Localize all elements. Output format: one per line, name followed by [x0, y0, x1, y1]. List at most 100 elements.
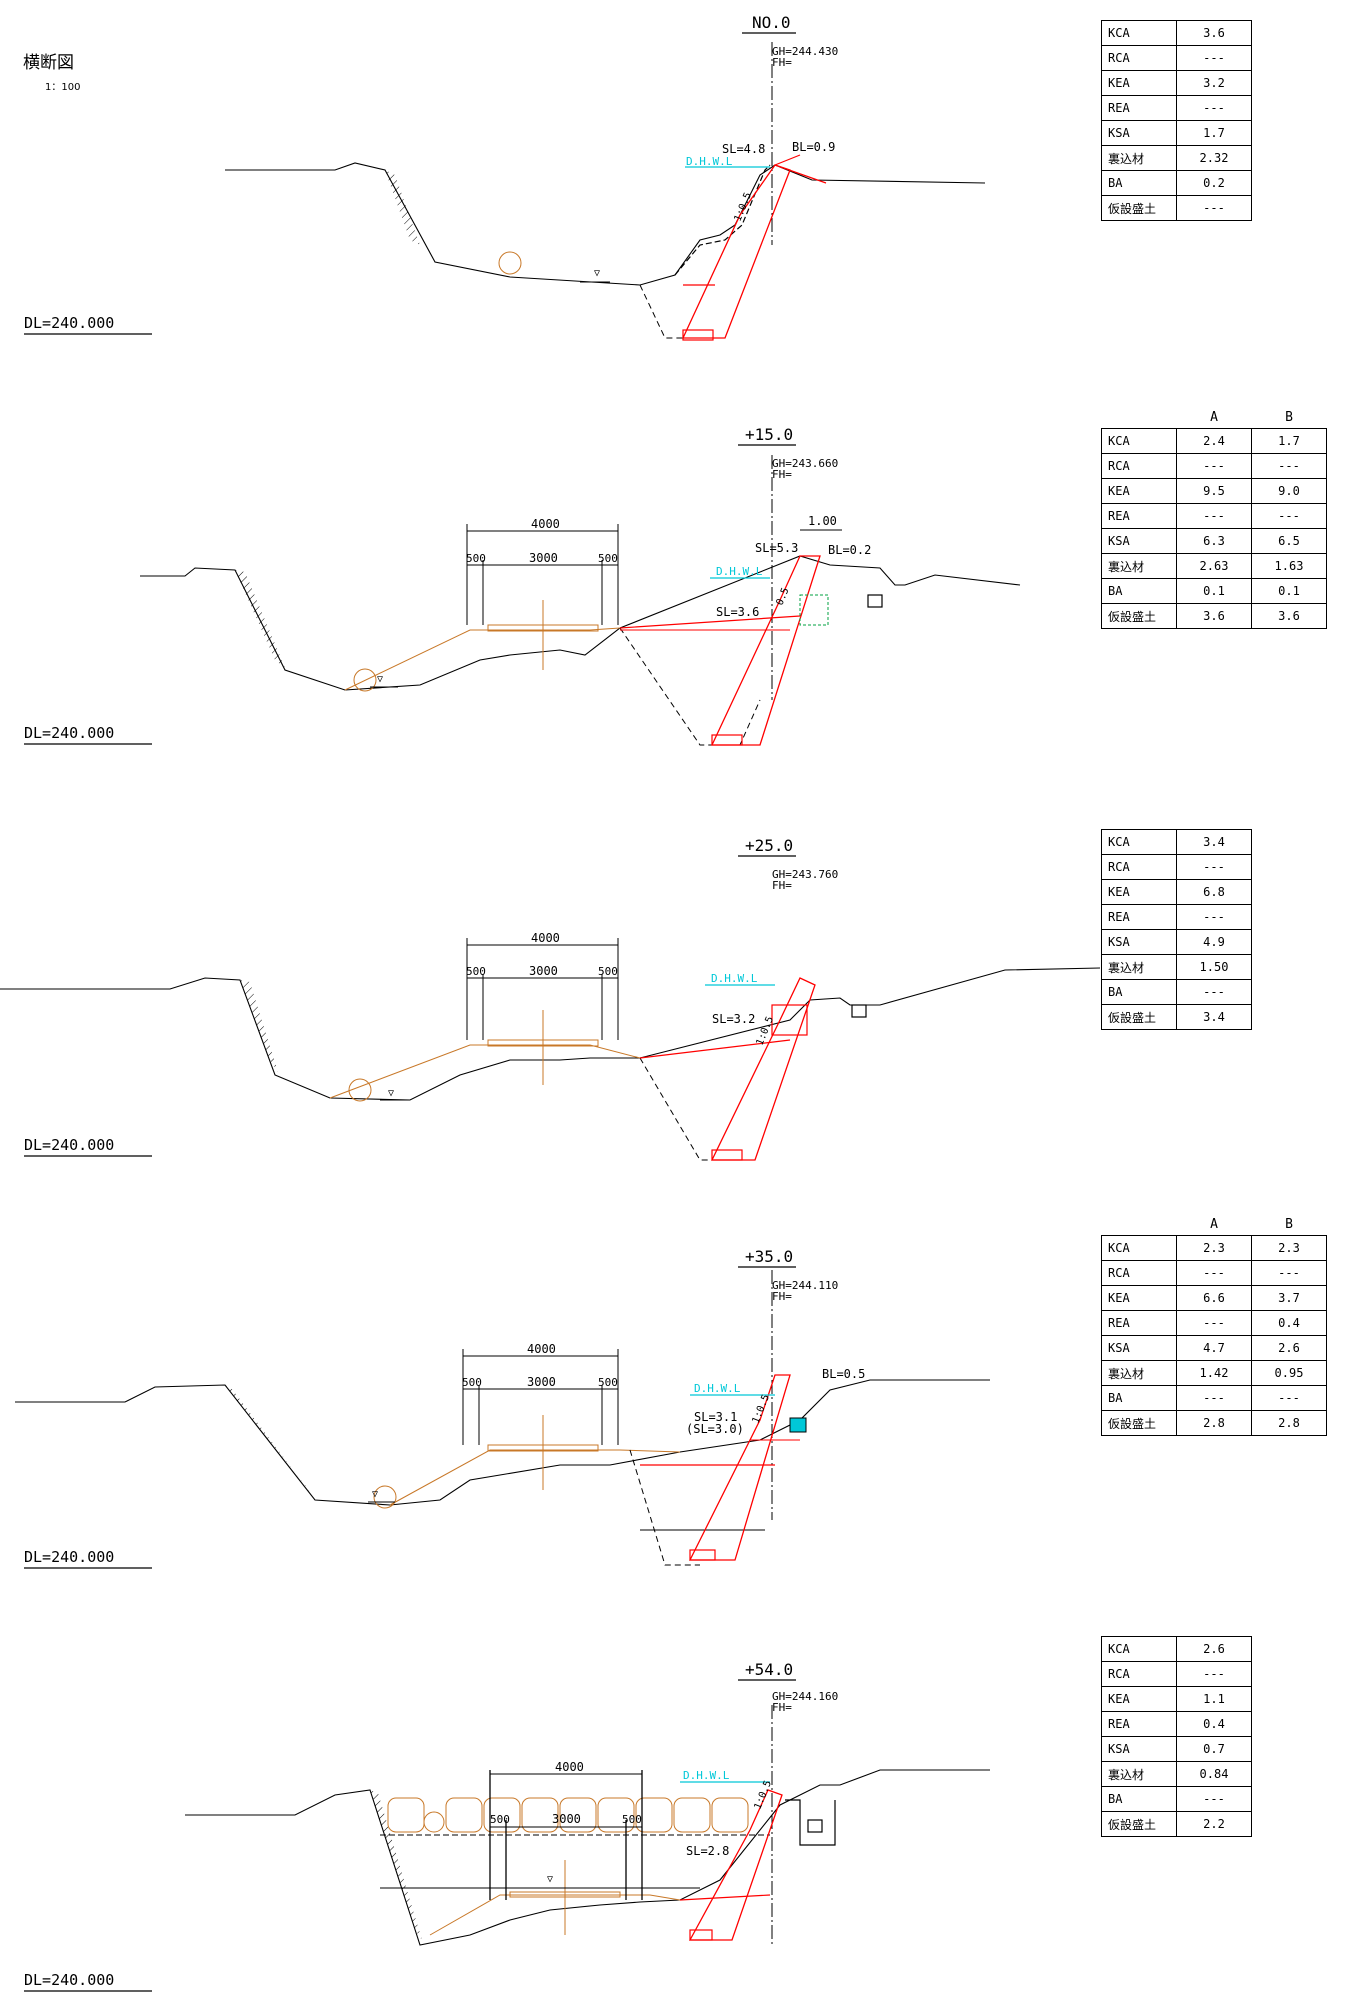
dim-500-left: 500	[490, 1813, 510, 1826]
material-label: BA	[1101, 979, 1177, 1005]
table-row: BA------	[1101, 1385, 1327, 1411]
slope-label: 0.5	[775, 586, 792, 607]
fh-label: FH=	[772, 56, 792, 69]
material-label: REA	[1101, 503, 1177, 529]
station-label: +25.0	[745, 836, 793, 855]
material-label: REA	[1101, 904, 1177, 930]
quantity-value: 0.1	[1251, 578, 1327, 604]
slope-label: 1:0.5	[753, 1779, 774, 1811]
quantity-value: 6.3	[1176, 528, 1252, 554]
section-54: +54.0 GH=244.160 FH= ▽ 4	[24, 1660, 990, 1992]
dl-label: DL=240.000	[24, 1136, 114, 1154]
material-label: REA	[1101, 95, 1177, 121]
table-row: RCA---	[1101, 854, 1252, 880]
material-label: KCA	[1101, 428, 1177, 454]
sandbag-row	[387, 1797, 749, 1833]
quantity-value: 0.2	[1176, 170, 1252, 196]
quantity-value: 6.5	[1251, 528, 1327, 554]
quantity-value: 2.3	[1251, 1235, 1327, 1261]
quantity-value: 2.3	[1176, 1235, 1252, 1261]
material-label: KSA	[1101, 1736, 1177, 1762]
dhwl-label: D.H.W.L	[683, 1769, 730, 1782]
retaining-wall	[681, 164, 791, 339]
material-label: 裏込材	[1101, 954, 1177, 980]
dim-4000: 4000	[555, 1760, 584, 1774]
quantity-value: 2.8	[1251, 1410, 1327, 1436]
quantity-value: ---	[1176, 503, 1252, 529]
dl-label: DL=240.000	[24, 1971, 114, 1989]
ground-line	[15, 1379, 990, 1506]
sl-label: SL=4.8	[722, 142, 765, 156]
quantity-value: 2.8	[1176, 1410, 1252, 1436]
quantity-value: ---	[1251, 1385, 1327, 1411]
dhwl-label: D.H.W.L	[716, 565, 763, 578]
ground-line	[0, 967, 1101, 1101]
dim-500-right: 500	[598, 1376, 618, 1389]
quantity-value: 1.63	[1251, 553, 1327, 579]
material-label: 仮設盛土	[1101, 1004, 1177, 1030]
quantity-value: 1.1	[1176, 1686, 1252, 1712]
svg-text:▽: ▽	[388, 1088, 394, 1099]
material-label: KCA	[1101, 829, 1177, 855]
dhwl-label: D.H.W.L	[686, 155, 733, 168]
sl2-label: SL=3.6	[716, 605, 759, 619]
station-label: +35.0	[745, 1247, 793, 1266]
drawing-title: 横断図	[23, 53, 74, 73]
dim-500-right: 500	[598, 965, 618, 978]
quantity-value: 0.4	[1251, 1310, 1327, 1336]
material-label: KEA	[1101, 478, 1177, 504]
dim-500-right: 500	[622, 1813, 642, 1826]
material-label: KEA	[1101, 1686, 1177, 1712]
material-label: RCA	[1101, 45, 1177, 71]
quantity-value: 3.7	[1251, 1285, 1327, 1311]
material-label: REA	[1101, 1310, 1177, 1336]
quantity-value: 9.0	[1251, 478, 1327, 504]
dhwl-label: D.H.W.L	[711, 972, 758, 985]
quantity-value: ---	[1176, 854, 1252, 880]
column-header-b: B	[1285, 409, 1293, 425]
dim-3000: 3000	[527, 1375, 556, 1389]
sl-label: SL=3.1	[694, 1410, 737, 1424]
quantity-value: 2.4	[1176, 428, 1252, 454]
column-header-a: A	[1210, 1216, 1218, 1232]
ground-line	[185, 1769, 990, 1946]
quantity-value: 3.6	[1176, 603, 1252, 629]
material-label: 仮設盛土	[1101, 195, 1177, 221]
gh-label: GH=244.160	[772, 1690, 838, 1703]
material-label: KCA	[1101, 20, 1177, 46]
dim-500-right: 500	[598, 552, 618, 565]
retaining-wall	[710, 977, 816, 1161]
svg-text:▽: ▽	[594, 268, 600, 279]
drawing-scale: 1：100	[45, 82, 81, 93]
ground-line	[225, 162, 986, 286]
material-label: KSA	[1101, 1335, 1177, 1361]
material-label: REA	[1101, 1711, 1177, 1737]
material-label: BA	[1101, 1786, 1177, 1812]
quantity-value: 3.6	[1251, 603, 1327, 629]
quantity-value: 2.6	[1176, 1636, 1252, 1662]
dl-label: DL=240.000	[24, 724, 114, 742]
column-header-b: B	[1285, 1216, 1293, 1232]
retaining-wall	[710, 555, 821, 746]
quantity-value: 1.7	[1176, 120, 1252, 146]
fh-label: FH=	[772, 1290, 792, 1303]
quantity-value: 3.2	[1176, 70, 1252, 96]
material-label: KCA	[1101, 1235, 1177, 1261]
gh-label: GH=243.760	[772, 868, 838, 881]
quantity-value: 2.2	[1176, 1811, 1252, 1837]
sl-label: SL=2.8	[686, 1844, 729, 1858]
quantity-value: ---	[1176, 979, 1252, 1005]
quantity-value: ---	[1176, 453, 1252, 479]
